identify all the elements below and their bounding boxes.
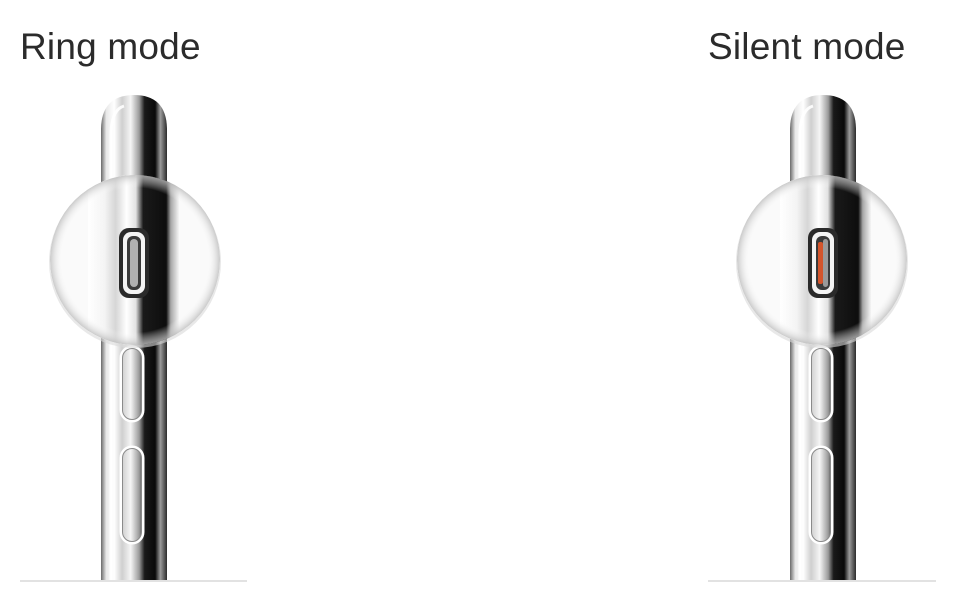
magnifier-lens-icon — [736, 175, 908, 348]
ring-phone-illustration — [20, 95, 247, 582]
volume-down-button-icon — [119, 445, 145, 545]
silent-mode-title: Silent mode — [708, 26, 906, 67]
ring-mode-panel: Ring mode — [0, 0, 300, 597]
silent-phone-illustration — [708, 95, 936, 582]
ring-mode-title: Ring mode — [20, 26, 201, 67]
silent-mode-panel: Silent mode — [690, 0, 960, 597]
volume-down-button-icon — [808, 445, 834, 545]
magnifier-lens-icon — [49, 175, 221, 348]
